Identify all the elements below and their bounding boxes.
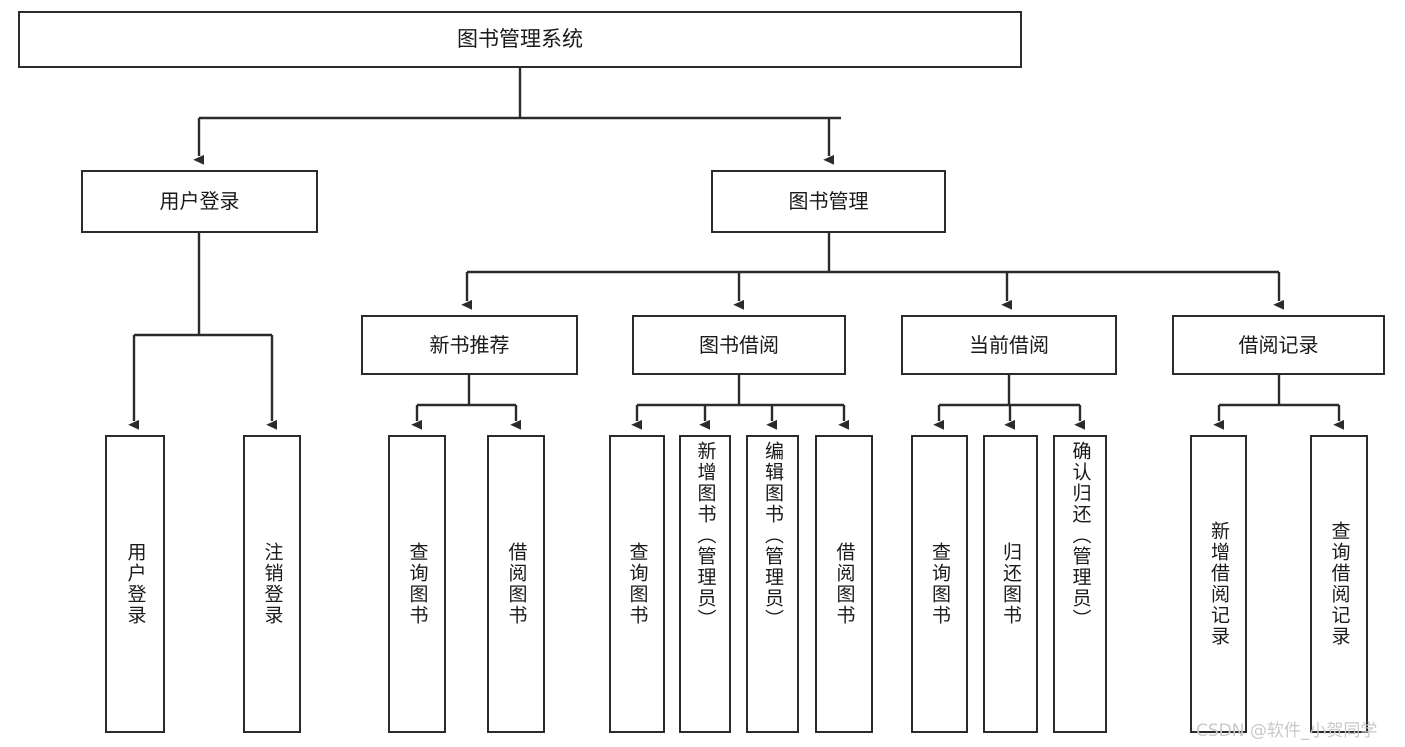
node-leaf-borrow-book-rec[interactable]: 借阅图书 [487,435,545,733]
node-borrow-record[interactable]: 借阅记录 [1172,315,1385,375]
node-leaf-confirm-return-label: 确认归还（管理员） [1069,441,1092,630]
node-root[interactable]: 图书管理系统 [18,11,1022,68]
node-leaf-borrow-book-rec-label: 借阅图书 [505,542,528,626]
node-leaf-add-record[interactable]: 新增借阅记录 [1190,435,1247,733]
node-leaf-logout[interactable]: 注销登录 [243,435,301,733]
node-leaf-query-book-borrow[interactable]: 查询图书 [609,435,665,733]
node-leaf-query-record-label: 查询借阅记录 [1328,521,1351,647]
node-leaf-query-book-cur-label: 查询图书 [929,542,951,626]
node-leaf-query-book-rec[interactable]: 查询图书 [388,435,446,733]
node-borrow-record-label: 借阅记录 [1238,332,1319,357]
node-leaf-user-login[interactable]: 用户登录 [105,435,165,733]
node-user-login-label: 用户登录 [159,189,240,213]
node-book-manage[interactable]: 图书管理 [711,170,946,233]
node-new-book-rec[interactable]: 新书推荐 [361,315,578,375]
node-leaf-borrow-book-label: 借阅图书 [833,542,856,626]
node-book-manage-label: 图书管理 [788,189,869,213]
node-leaf-user-login-label: 用户登录 [124,542,147,626]
node-book-borrow[interactable]: 图书借阅 [632,315,846,375]
node-user-login[interactable]: 用户登录 [81,170,318,233]
node-leaf-edit-book-label: 编辑图书（管理员） [762,441,784,630]
node-leaf-add-book[interactable]: 新增图书（管理员） [679,435,731,733]
node-root-label: 图书管理系统 [457,27,583,52]
node-leaf-add-record-label: 新增借阅记录 [1208,521,1230,647]
node-leaf-add-book-label: 新增图书（管理员） [694,441,717,630]
node-current-borrow-label: 当前借阅 [969,332,1049,357]
node-book-borrow-label: 图书借阅 [699,332,779,357]
node-new-book-rec-label: 新书推荐 [429,332,510,357]
node-leaf-edit-book[interactable]: 编辑图书（管理员） [746,435,799,733]
node-current-borrow[interactable]: 当前借阅 [901,315,1117,375]
node-leaf-query-book-borrow-label: 查询图书 [626,542,649,626]
node-leaf-borrow-book[interactable]: 借阅图书 [815,435,873,733]
node-leaf-query-book-cur[interactable]: 查询图书 [911,435,968,733]
node-leaf-logout-label: 注销登录 [261,542,284,626]
node-leaf-return-book[interactable]: 归还图书 [983,435,1038,733]
node-leaf-return-book-label: 归还图书 [1000,542,1022,626]
node-leaf-query-book-rec-label: 查询图书 [406,542,429,626]
node-leaf-confirm-return[interactable]: 确认归还（管理员） [1053,435,1107,733]
node-leaf-query-record[interactable]: 查询借阅记录 [1310,435,1368,733]
